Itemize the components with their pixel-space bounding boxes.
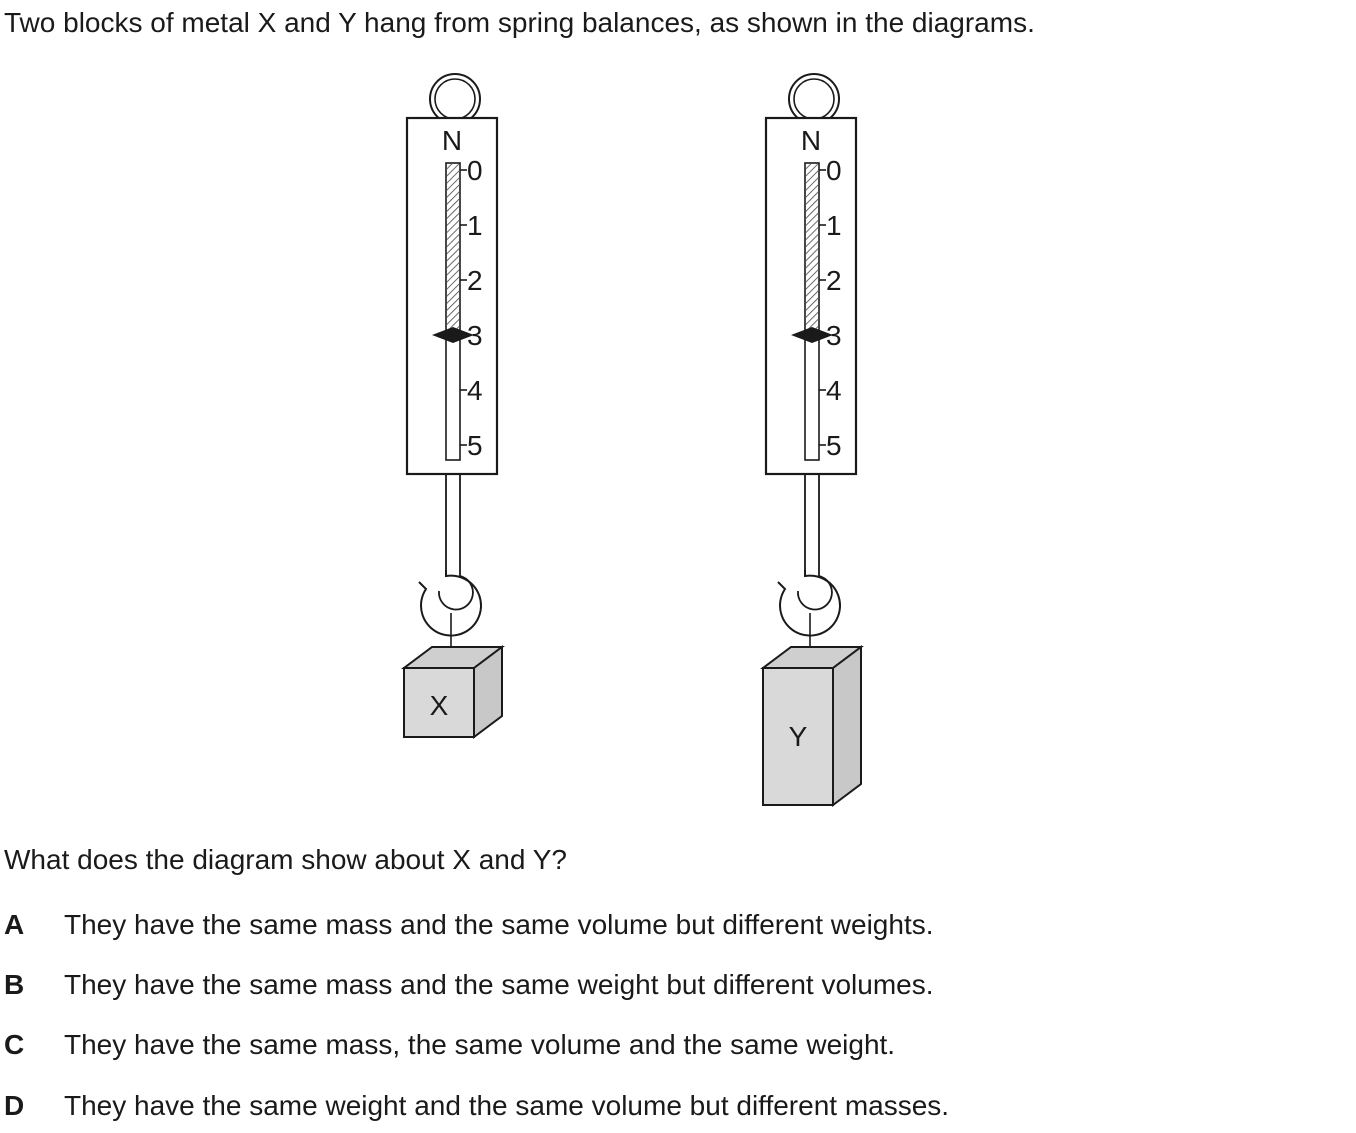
option-text: They have the same mass and the same vol… — [64, 909, 934, 940]
pointer-icon — [791, 327, 833, 343]
unit-label: N — [801, 125, 821, 156]
hook-icon — [777, 570, 841, 637]
option-text: They have the same mass and the same wei… — [64, 969, 934, 1000]
block-x-label: X — [430, 690, 449, 721]
scale-label-5: 5 — [826, 430, 842, 461]
scale-labels: 0 1 2 3 4 5 — [467, 155, 483, 461]
spring-balance-diagram: N 0 1 2 3 4 5 — [401, 73, 864, 807]
option-letter: C — [4, 1029, 25, 1060]
question-text: What does the diagram show about X and Y… — [4, 844, 567, 875]
metal-block-x: X — [401, 645, 505, 739]
spring-balance-x: N 0 1 2 3 4 5 — [401, 73, 505, 739]
option-letter: D — [4, 1090, 25, 1121]
balance-stem — [804, 474, 820, 570]
scale-label-2: 2 — [467, 265, 483, 296]
hook-icon — [418, 570, 482, 637]
scale-label-1: 1 — [467, 210, 483, 241]
spring-hatching — [806, 164, 818, 334]
scale-labels: 0 1 2 3 4 5 — [826, 155, 842, 461]
pointer-icon — [432, 327, 474, 343]
option-letter: A — [4, 909, 25, 940]
option-letter: B — [4, 969, 25, 1000]
option-text: They have the same weight and the same v… — [64, 1090, 950, 1121]
unit-label: N — [442, 125, 462, 156]
scale-label-1: 1 — [826, 210, 842, 241]
spring-hatching — [447, 164, 459, 334]
spring-balance-y: N 0 1 2 3 4 5 Y — [760, 73, 864, 807]
scale-label-4: 4 — [467, 375, 483, 406]
top-ring-icon — [429, 73, 481, 125]
metal-block-y: Y — [760, 645, 864, 807]
option-text: They have the same mass, the same volume… — [64, 1029, 896, 1060]
scale-label-2: 2 — [826, 265, 842, 296]
scale-label-3: 3 — [826, 320, 842, 351]
balance-stem — [445, 474, 461, 570]
scale-label-5: 5 — [467, 430, 483, 461]
intro-text: Two blocks of metal X and Y hang from sp… — [4, 7, 1035, 38]
scale-label-4: 4 — [826, 375, 842, 406]
block-y-label: Y — [789, 721, 808, 752]
scale-label-0: 0 — [467, 155, 483, 186]
scale-label-0: 0 — [826, 155, 842, 186]
top-ring-icon — [788, 73, 840, 125]
scale-label-3: 3 — [467, 320, 483, 351]
